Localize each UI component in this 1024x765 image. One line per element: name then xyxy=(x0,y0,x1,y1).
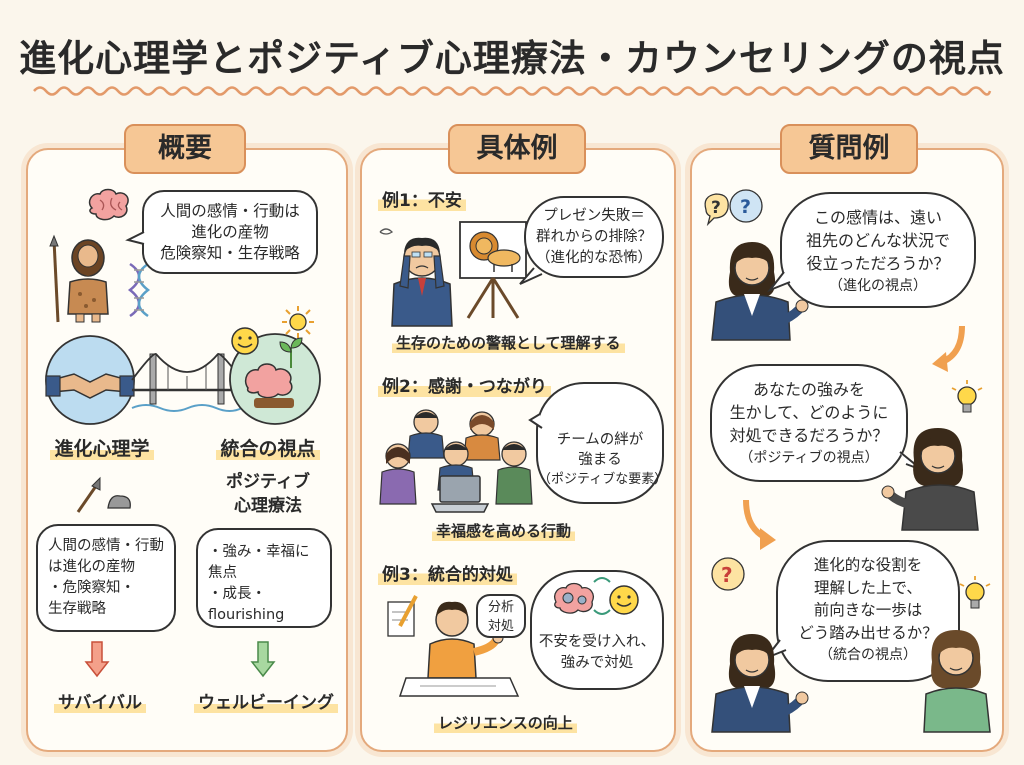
example3-note: 分析 対処 xyxy=(476,594,526,638)
example3-bubble: 不安を受け入れ、 強みで対処 xyxy=(530,570,664,690)
handshake-icon xyxy=(45,335,135,425)
smiley-icon xyxy=(609,585,639,615)
arrow-curve-orange-icon xyxy=(743,499,776,550)
overview-speech-bubble: 人間の感情・行動は 進化の産物 危険察知・生存戦略 xyxy=(142,190,318,274)
arrow-down-red-icon xyxy=(84,641,110,678)
example2-caption: 幸福感を高める行動 xyxy=(432,520,576,541)
stone-tool-icon xyxy=(76,476,131,513)
page-title: 進化心理学とポジティブ心理療法・カウンセリングの視点 xyxy=(19,37,1005,80)
positive-description-box: ・強み・幸福に 焦点 ・成長・flourishing xyxy=(196,528,332,628)
bubble-tail xyxy=(766,271,791,293)
bridge-icon xyxy=(131,353,243,412)
arrow-down-green-icon xyxy=(250,641,276,678)
caveman-icon xyxy=(49,234,109,323)
arrow-curve-orange-icon xyxy=(932,325,965,372)
question-icon: ? ? xyxy=(704,189,763,227)
bubble-tail xyxy=(519,267,543,285)
smiley-icon xyxy=(231,327,259,355)
question3-bubble: 進化的な役割を 理解した上で、 前向きな一歩は どう踏み出せるか？ （統合の視点… xyxy=(776,540,960,682)
client-woman-icon xyxy=(881,428,979,531)
lion-icon xyxy=(459,221,527,319)
question-icon: ? xyxy=(711,557,745,591)
sun-icon xyxy=(282,306,314,338)
example1-caption: 生存のための警報として理解する xyxy=(392,332,625,353)
example2-heading: 例2：感謝・つながり xyxy=(378,372,551,397)
pencil-icon xyxy=(387,595,418,637)
student-icon xyxy=(398,601,520,697)
tab-overview: 概要 xyxy=(124,124,246,174)
svg-text:?: ? xyxy=(740,196,751,218)
team-icon xyxy=(379,409,533,505)
counselor-woman-icon xyxy=(711,242,809,341)
cycle-arrows-icon xyxy=(593,577,611,615)
svg-text:?: ? xyxy=(711,198,721,218)
question1-bubble: この感情は、遠い 祖先のどんな状況で 役立っただろうか？ （進化の視点） xyxy=(780,192,976,308)
label-integrated-view: 統合の視点 xyxy=(204,434,332,461)
example1-bubble: プレゼン失敗＝ 群れからの排除？ （進化的な恐怖） xyxy=(524,196,664,278)
dna-icon xyxy=(127,262,151,318)
example3-caption: レジリエンスの向上 xyxy=(434,712,577,733)
example2-bubble: チームの絆が 強まる （ポジティブな要素） xyxy=(536,382,667,504)
example3-heading: 例3：統合的対処 xyxy=(378,560,517,585)
label-survival: サバイバル xyxy=(36,688,164,713)
label-evolutionary-psychology: 進化心理学 xyxy=(38,434,166,461)
gear-icon xyxy=(554,582,594,614)
example1-heading: 例1：不安 xyxy=(378,186,466,211)
label-positive-psychotherapy: ポジティブ 心理療法 xyxy=(226,472,310,516)
question2-bubble: あなたの強みを 生かして、どのように 対処できるだろうか？ （ポジティブの視点） xyxy=(710,364,908,482)
bubble-tail xyxy=(125,231,145,245)
laptop-icon xyxy=(430,475,490,513)
bubble-tail xyxy=(528,413,543,429)
tab-questions: 質問例 xyxy=(780,124,918,174)
brain-icon xyxy=(88,188,129,221)
lightbulb-icon xyxy=(951,380,983,413)
client-woman-icon xyxy=(923,630,991,733)
evo-description-box: 人間の感情・行動 は進化の産物 ・危険察知・ 生存戦略 xyxy=(36,524,176,632)
lightbulb-icon xyxy=(959,576,991,609)
title-underline xyxy=(33,86,992,96)
anxious-person-icon xyxy=(379,228,453,327)
tab-examples: 具体例 xyxy=(448,124,586,174)
sprout-icon xyxy=(279,337,303,368)
label-wellbeing: ウェルビーイング xyxy=(192,688,340,713)
counselor-woman-icon xyxy=(711,634,809,733)
svg-text:?: ? xyxy=(721,563,733,587)
integrated-brain-icon xyxy=(229,333,321,425)
